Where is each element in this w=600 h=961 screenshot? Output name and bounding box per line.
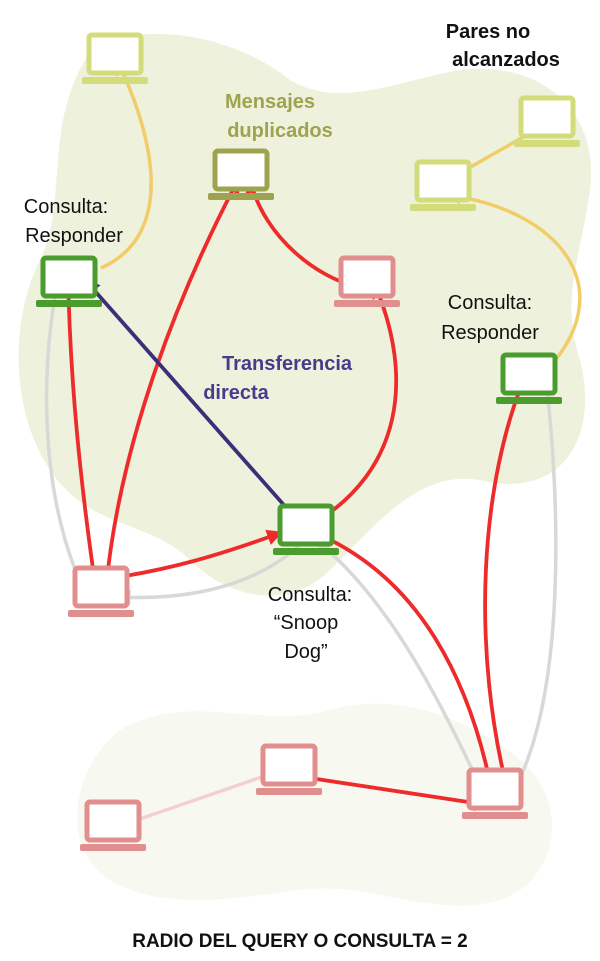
- nodes: [36, 32, 580, 851]
- duplicates-label-line2: duplicados: [227, 120, 333, 142]
- laptop-icon: [68, 565, 134, 617]
- laptop-icon: [208, 148, 274, 200]
- query-arrow-mid-origin: [313, 282, 399, 524]
- laptop-icon: [496, 352, 562, 404]
- laptop-icon: [36, 255, 102, 307]
- query-reply-left-line2: Responder: [25, 225, 123, 247]
- unreached-label-line1: Pares no: [446, 21, 530, 43]
- query-reply-right-line1: Consulta:: [448, 292, 533, 314]
- laptop-icon: [410, 159, 476, 211]
- unreached-label-line2: alcanzados: [452, 49, 560, 71]
- query-reply-left-line1: Consulta:: [24, 196, 109, 218]
- direct-transfer-line1: Transferencia: [222, 353, 353, 375]
- laptop-icon: [256, 743, 322, 795]
- reply-arrow-right: [444, 188, 582, 376]
- laptop-icon: [462, 767, 528, 819]
- back-arrow-right-up: [518, 376, 558, 779]
- footer-caption: RADIO DEL QUERY O CONSULTA = 2: [132, 931, 468, 952]
- query-label-line3: Dog”: [284, 641, 327, 663]
- query-arrow-bottom-right-responder: [483, 369, 530, 804]
- direct-transfer-line2: directa: [203, 382, 269, 404]
- laptop-icon: [82, 32, 148, 84]
- query-arrow-left-responder: [60, 269, 103, 594]
- labels: Pares no alcanzados Mensajes duplicados …: [24, 21, 560, 952]
- query-reply-right-line2: Responder: [441, 322, 539, 344]
- query-label-line2: “Snoop: [274, 612, 339, 634]
- query-arrow-bottom: [286, 769, 492, 811]
- direct-transfer-arrow: [83, 278, 301, 524]
- laptop-icon: [334, 255, 400, 307]
- laptop-icon: [514, 95, 580, 147]
- laptop-icon: [80, 799, 146, 851]
- laptop-icon: [273, 503, 339, 555]
- duplicates-label-line1: Mensajes: [225, 91, 315, 113]
- query-label-line1: Consulta:: [268, 584, 353, 606]
- query-arrow-origin-bottom-right: [317, 532, 498, 796]
